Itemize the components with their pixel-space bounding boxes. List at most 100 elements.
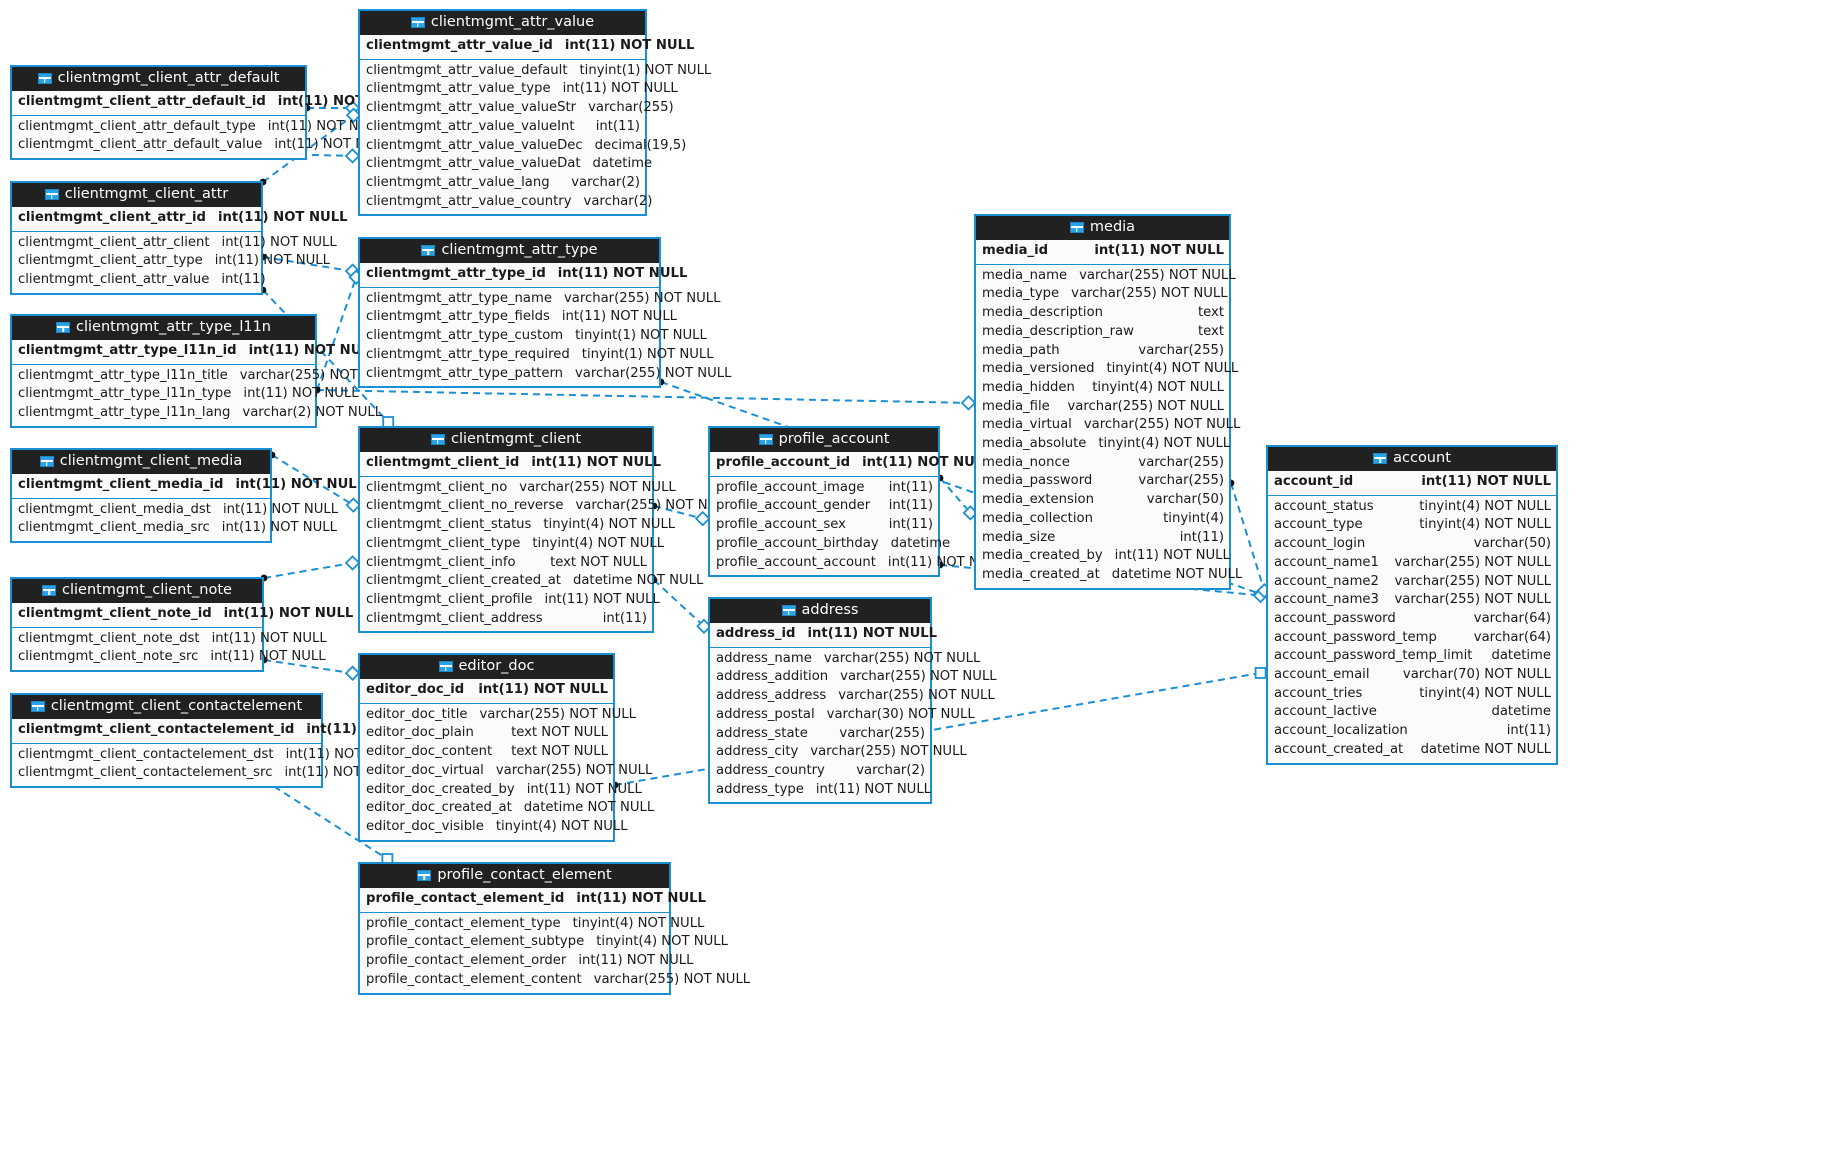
attribute-type: datetime: [890, 535, 951, 551]
attribute-type: varchar(255) NOT NULL: [575, 365, 732, 381]
attribute-type: varchar(255) NOT NULL: [519, 479, 676, 495]
attribute-type: varchar(255): [1138, 342, 1224, 358]
primary-key-row: address_id int(11) NOT NULL: [710, 623, 937, 648]
entity-clientmgmt_attr_type_l11n[interactable]: clientmgmt_attr_type_l11n clientmgmt_attr…: [10, 314, 396, 428]
attribute-name: media_created_at: [982, 566, 1100, 582]
entity-title: account: [1393, 450, 1451, 466]
attribute-type: text NOT NULL: [511, 744, 608, 760]
attribute-type: varchar(2) NOT NULL: [242, 405, 383, 421]
attribute-type: datetime: [1491, 648, 1551, 664]
attribute-type: int(11) NOT NULL: [807, 626, 938, 641]
attribute-type: tinyint(4) NOT NULL: [572, 915, 705, 931]
attribute-name: editor_doc_visible: [366, 818, 484, 834]
attribute-type: tinyint(4) NOT NULL: [1419, 685, 1551, 701]
attribute-name: account_status: [1274, 498, 1374, 514]
attribute-name: clientmgmt_client_created_at: [366, 573, 561, 589]
attribute-name: clientmgmt_client_contactelement_src: [18, 765, 273, 781]
attribute-type: tinyint(4) NOT NULL: [1419, 498, 1551, 514]
attribute-type: tinyint(4) NOT NULL: [1092, 379, 1224, 395]
attribute-type: varchar(255) NOT NULL: [1079, 267, 1236, 283]
attribute-type: tinyint(4) NOT NULL: [543, 517, 676, 533]
attribute-type: tinyint(1) NOT NULL: [581, 346, 714, 362]
attribute-name: clientmgmt_attr_type_l11n_lang: [18, 405, 231, 421]
attribute-name: clientmgmt_client_attr_default_type: [18, 118, 256, 134]
attribute-list: account_status tinyint(4) NOT NULL account…: [1268, 496, 1556, 763]
table-icon: [39, 456, 54, 467]
table-icon: [44, 189, 59, 200]
attribute-name: address_addition: [716, 669, 829, 685]
attribute-name: address_type: [716, 781, 804, 797]
attribute-type: int(11): [888, 498, 933, 514]
entity-header: account: [1268, 447, 1556, 471]
attribute-name: clientmgmt_client_contactelement_dst: [18, 746, 274, 762]
attribute-type: int(11) NOT NULL: [478, 682, 608, 697]
table-icon: [417, 870, 432, 881]
entity-header: editor_doc: [360, 655, 613, 679]
attribute-type: int(11) NOT NULL: [221, 234, 337, 250]
attribute-type: varchar(64): [1473, 629, 1551, 645]
table-icon: [30, 701, 45, 712]
attribute-type: tinyint(4): [1163, 510, 1224, 526]
entity-header: clientmgmt_attr_value: [360, 11, 645, 35]
relationship-profile_account-to-media: [936, 474, 979, 521]
attribute-name: profile_account_account: [716, 554, 876, 570]
attribute-type: datetime NOT NULL: [523, 800, 655, 816]
entity-title: clientmgmt_attr_type_l11n: [76, 319, 271, 335]
attribute-name: account_name1: [1274, 554, 1379, 570]
attribute-name: clientmgmt_attr_value_valueInt: [366, 118, 575, 134]
attribute-name: address_id: [716, 626, 796, 641]
attribute-name: clientmgmt_client_id: [366, 455, 520, 470]
attribute-type: int(11) NOT NULL: [217, 210, 348, 225]
attribute-type: varchar(2): [583, 193, 653, 209]
attribute-type: int(11) NOT NULL: [561, 309, 678, 325]
table-icon: [430, 434, 445, 445]
attribute-name: account_type: [1274, 517, 1363, 533]
